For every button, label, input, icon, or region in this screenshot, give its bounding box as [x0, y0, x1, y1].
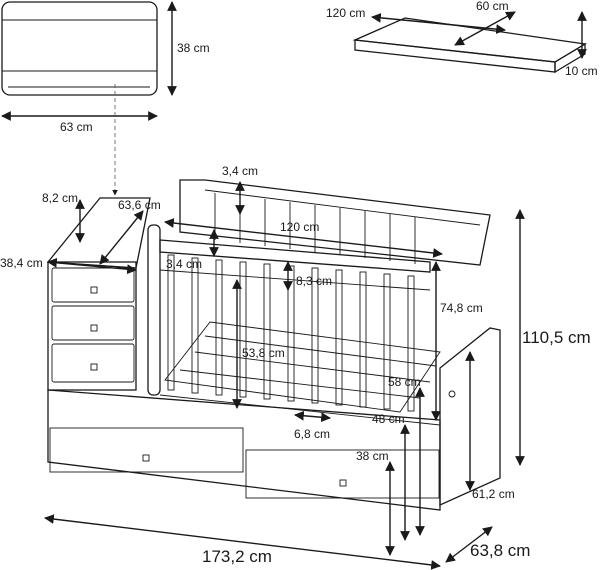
crib-body [46, 179, 501, 511]
changer-depth-label: 38,4 cm [0, 256, 43, 270]
side-height-label: 110,5 cm [522, 328, 591, 347]
top-view-drawer-unit [1, 1, 177, 196]
slat-spacing-label: 6,8 cm [294, 427, 330, 441]
shelf-width-label: 60 cm [476, 0, 509, 13]
base-height-b-label: 48 cm [372, 412, 405, 426]
slat-top-gap-label: 8,3 cm [296, 274, 332, 288]
inner-length-label: 120 cm [280, 220, 319, 234]
slat-height-label: 53,8 cm [242, 346, 285, 360]
frame-height-label: 74,8 cm [440, 301, 483, 315]
shelf-length-label: 120 cm [326, 6, 365, 20]
post-top-gap-label: 3,4 cm [222, 164, 258, 178]
shelf-height-label: 10 cm [565, 64, 598, 78]
dimension-lines [44, 181, 525, 570]
drawer-height-label: 38 cm [356, 449, 389, 463]
end-panel-height-label: 61,2 cm [472, 487, 515, 501]
rail-gap-label: 3,4 cm [166, 257, 202, 271]
drawer-unit-depth-label: 38 cm [177, 41, 210, 55]
total-depth-label: 63,8 cm [470, 541, 530, 560]
total-length-label: 173,2 cm [202, 547, 272, 566]
shelf-panel [352, 11, 587, 74]
base-height-a-label: 58 cm [388, 375, 421, 389]
changer-rail-height-label: 8,2 cm [42, 191, 78, 205]
changer-width-label: 63,6 cm [118, 198, 161, 212]
drawer-unit-width-label: 63 cm [60, 120, 93, 134]
